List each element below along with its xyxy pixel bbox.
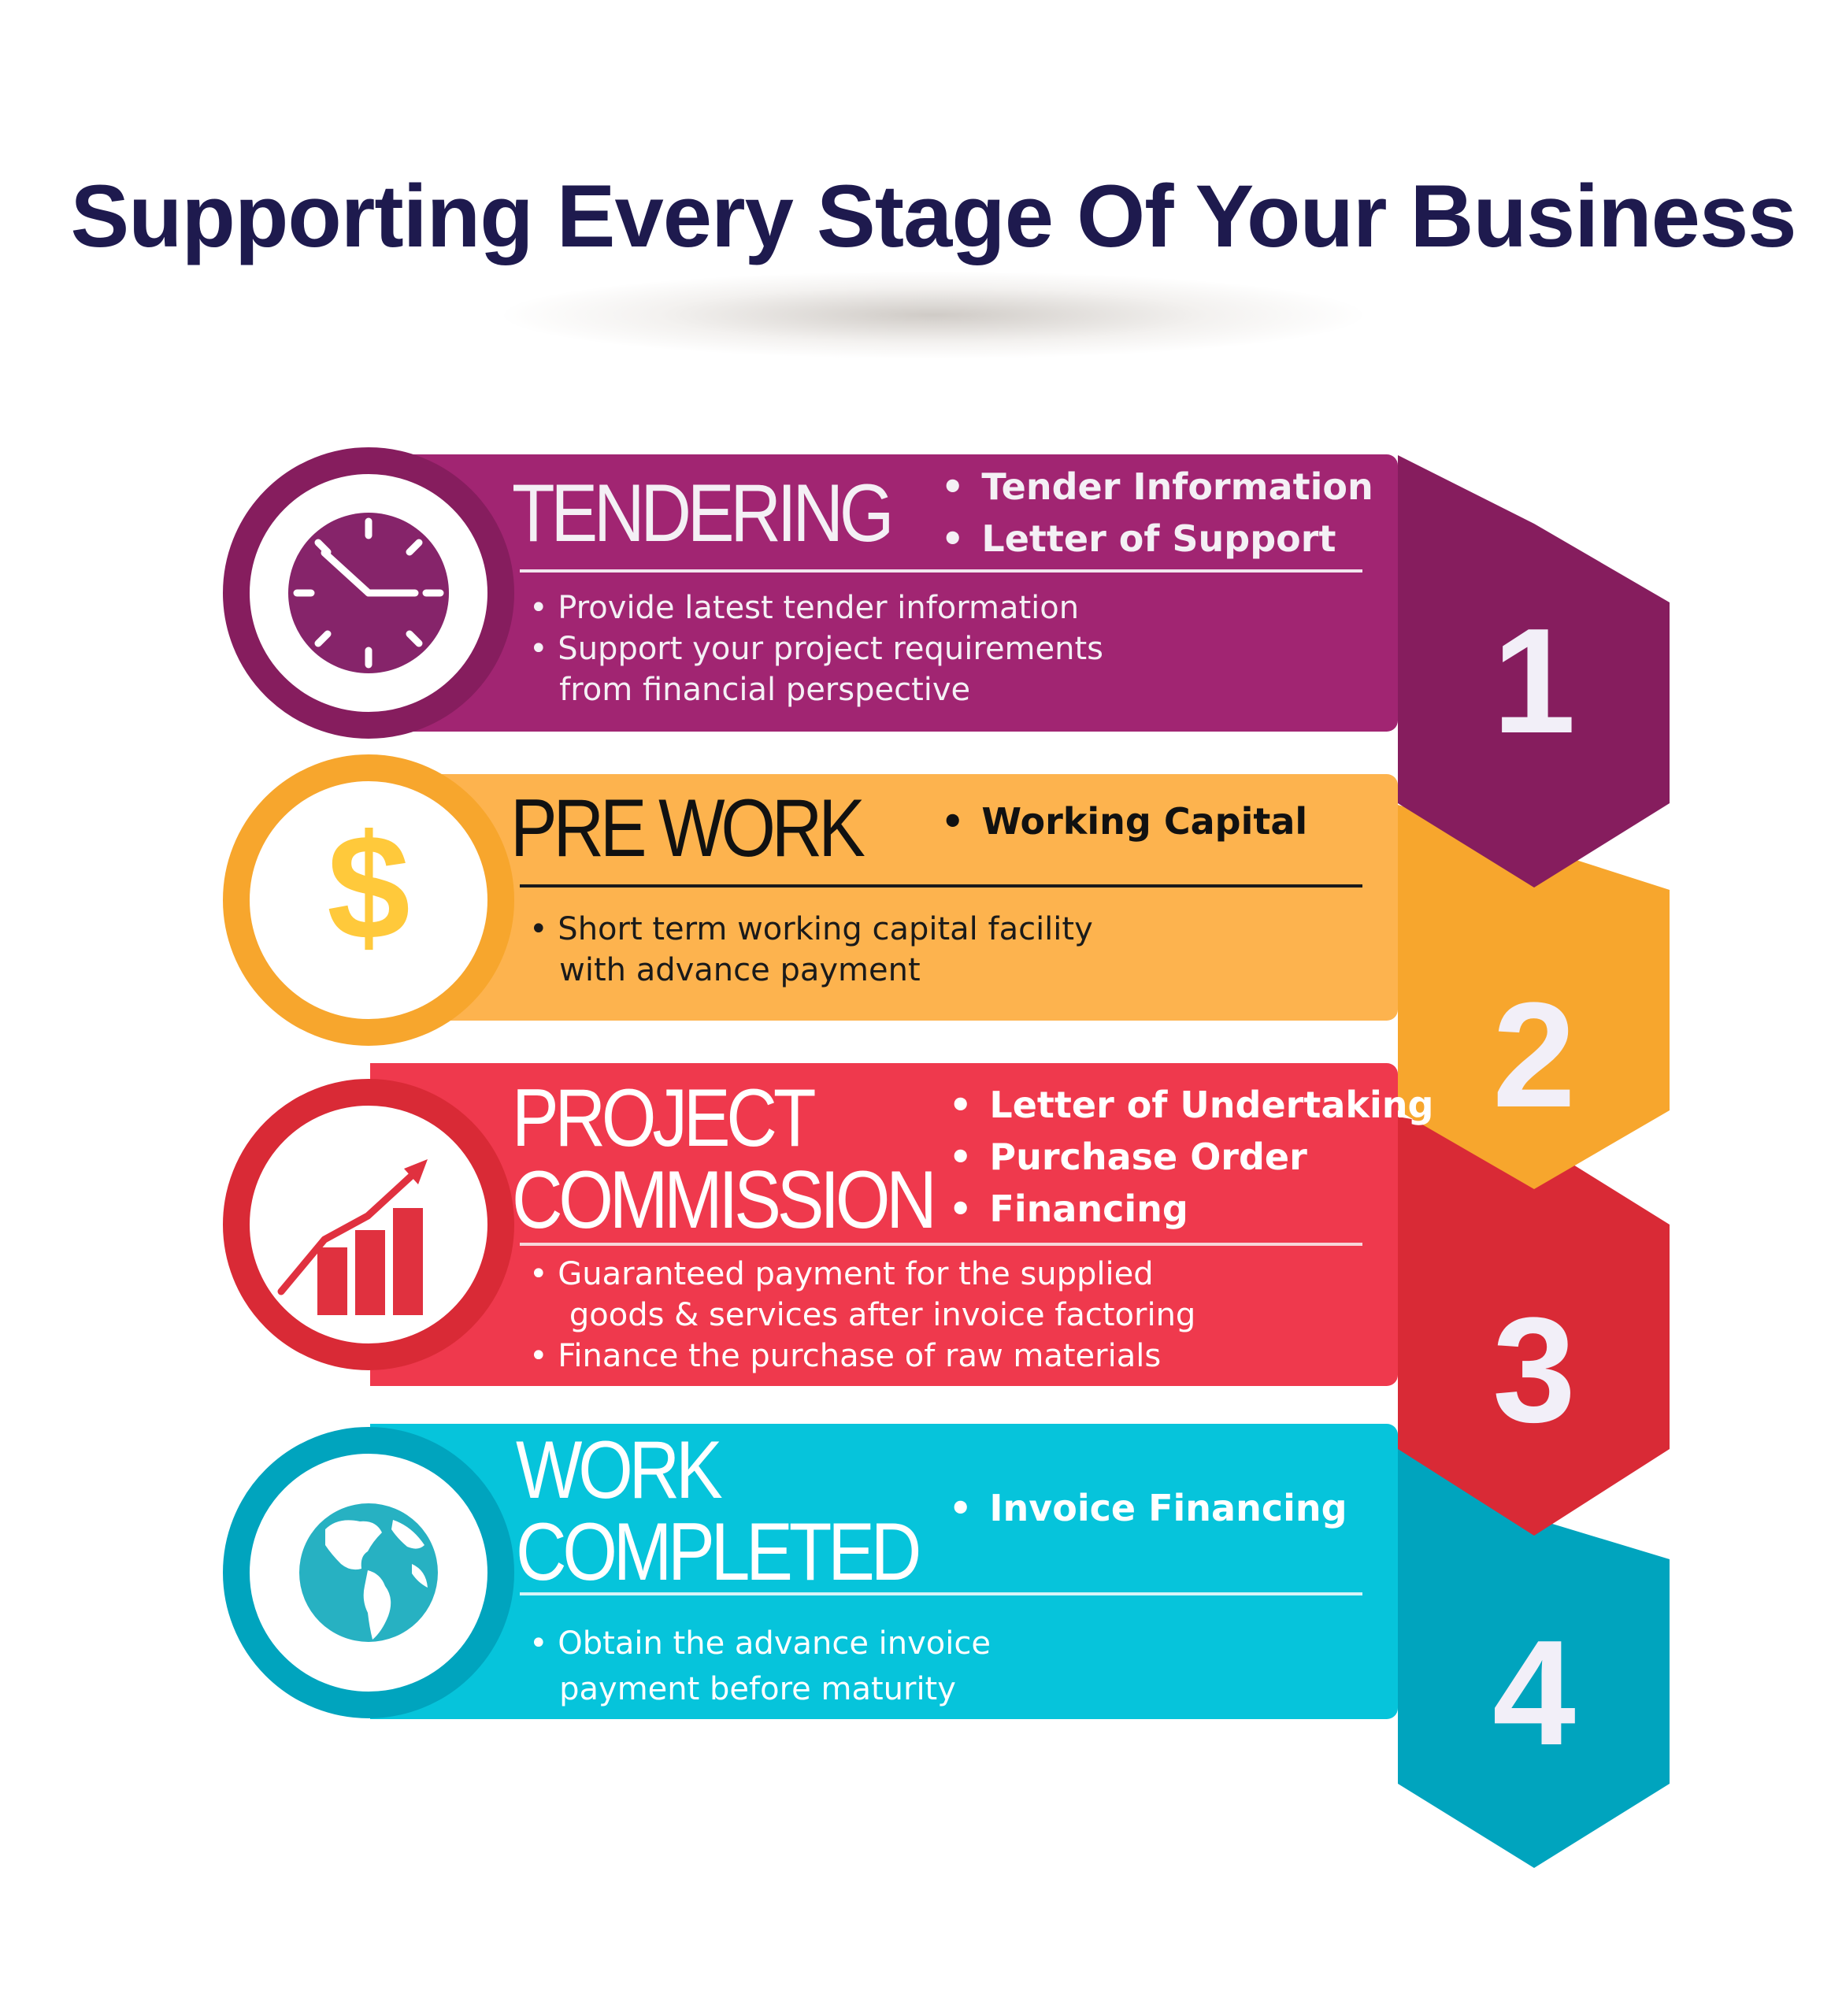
clock-icon — [288, 513, 449, 673]
stage-number-3: 3 — [1492, 1287, 1576, 1454]
stage-title-tendering: TENDERING — [512, 468, 894, 559]
globe-icon — [299, 1503, 438, 1642]
highlight-item: Purchase Order — [949, 1131, 1433, 1183]
hexagon-4 — [1398, 1447, 1670, 1868]
stage-divider — [520, 884, 1362, 888]
stage-description-work-completed: • Obtain the advance invoice payment bef… — [529, 1625, 991, 1707]
stage-title-work-completed: WORK COMPLETED — [516, 1425, 921, 1598]
hexagon-2 — [1398, 805, 1670, 1189]
stage-title-line: WORK — [516, 1425, 723, 1516]
growth-chart-icon — [277, 1159, 428, 1315]
stage-highlights-work-completed: Invoice Financing — [949, 1482, 1347, 1534]
stage-title-prework: PRE WORK — [510, 783, 865, 874]
stage-divider — [520, 1243, 1362, 1246]
stage-icon-circle-tendering — [223, 447, 514, 739]
stage-highlights-prework: Working Capital — [941, 795, 1307, 847]
stage-icon-circle-prework: $ — [223, 754, 514, 1046]
highlight-item: Tender Information — [941, 461, 1373, 513]
stage-number-4: 4 — [1492, 1610, 1576, 1777]
stage-description-prework: • Short term working capital facility wi… — [529, 911, 1093, 988]
dollar-icon: $ — [327, 804, 410, 971]
stage-icon-circle-work-completed — [223, 1427, 514, 1718]
stage-title-project-commission: PROJECT COMMISSION — [512, 1073, 937, 1246]
stage-band-work-completed — [370, 1424, 1398, 1719]
stage-divider — [520, 569, 1362, 573]
highlight-item: Financing — [949, 1183, 1433, 1235]
page-title: Supporting Every Stage Of Your Business — [70, 167, 1796, 265]
stage-number-2: 2 — [1492, 972, 1576, 1139]
title-shadow — [504, 272, 1362, 358]
highlight-item: Invoice Financing — [949, 1482, 1347, 1534]
highlight-item: Working Capital — [941, 795, 1307, 847]
stage-icon-circle-project-commission — [223, 1079, 514, 1370]
stage-divider — [520, 1592, 1362, 1595]
stage-title-line: COMMISSION — [512, 1154, 937, 1246]
stage-description-tendering: • Provide latest tender information • Su… — [529, 590, 1104, 708]
hexagon-3 — [1398, 1117, 1670, 1536]
stage-title-line: COMPLETED — [516, 1506, 921, 1598]
stage-title-line: PROJECT — [512, 1073, 816, 1164]
svg-text:$: $ — [327, 804, 410, 971]
stage-description-project-commission: • Guaranteed payment for the supplied go… — [529, 1256, 1196, 1374]
stage-highlights-project-commission: Letter of Undertaking Purchase Order Fin… — [949, 1079, 1433, 1235]
stage-number-1: 1 — [1492, 598, 1576, 765]
highlight-item: Letter of Undertaking — [949, 1079, 1433, 1131]
highlight-item: Letter of Support — [941, 513, 1373, 565]
stage-highlights-tendering: Tender Information Letter of Support — [941, 461, 1373, 565]
hexagon-1 — [1398, 455, 1670, 888]
